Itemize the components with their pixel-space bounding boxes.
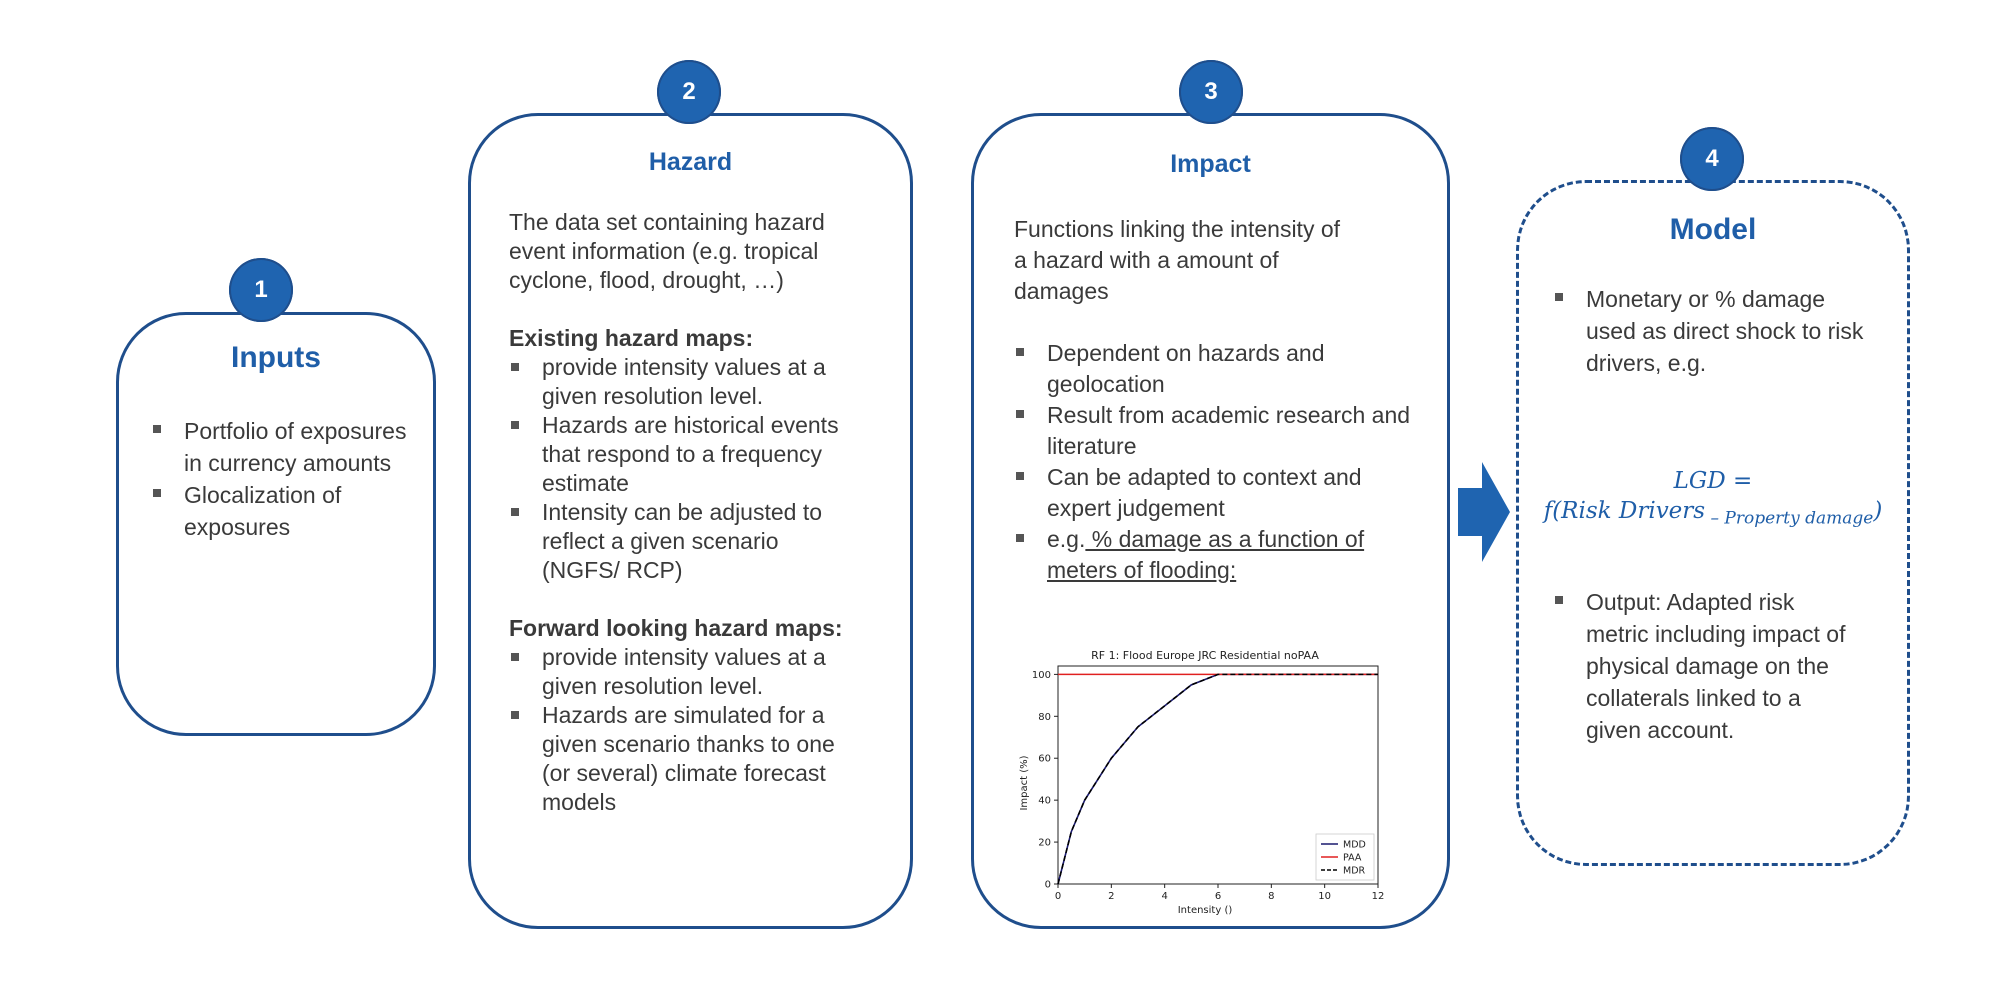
existing-hazard-bullet: Intensity can be adjusted to reflect a g… (509, 498, 859, 585)
y-tick-label: 60 (1038, 754, 1051, 765)
formula-close: ) (1873, 498, 1883, 524)
inputs-bullet: Portfolio of exposures in currency amoun… (151, 415, 411, 479)
x-tick-label: 2 (1108, 891, 1114, 902)
impact-bullet: Dependent on hazards and geolocation (1014, 338, 1414, 400)
formula-line-1: LGD = (1673, 468, 1753, 494)
model-box: Model Monetary or % damage used as direc… (1516, 180, 1910, 866)
hazard-intro: The data set containing hazard event inf… (509, 209, 825, 293)
y-tick-label: 0 (1045, 880, 1051, 891)
hazard-title: Hazard (648, 148, 733, 176)
chart-title: RF 1: Flood Europe JRC Residential noPAA (1091, 649, 1319, 662)
impact-bullet: e.g. % damage as a function of meters of… (1014, 524, 1414, 586)
formula-line-2: f(Risk Drivers – Property damage) (1523, 496, 1903, 534)
y-tick-label: 80 (1038, 712, 1051, 723)
step-badge-1: 1 (229, 258, 293, 322)
x-tick-label: 4 (1161, 891, 1167, 902)
impact-bullet-underlined: % damage as a function of meters of floo… (1047, 526, 1365, 583)
impact-title: Impact (1170, 150, 1251, 178)
step-badge-2: 2 (657, 60, 721, 124)
inputs-bullet: Glocalization of exposures (151, 479, 411, 543)
impact-bullet: Can be adapted to context and expert jud… (1014, 462, 1414, 524)
impact-bullet-prefix: e.g. (1047, 526, 1086, 552)
hazard-box: Hazard The data set containing hazard ev… (468, 113, 913, 929)
y-axis-label: Impact (%) (1019, 755, 1030, 810)
y-tick-label: 100 (1032, 670, 1051, 681)
y-tick-label: 40 (1038, 796, 1051, 807)
forward-hazard-heading: Forward looking hazard maps: (509, 615, 843, 641)
damage-function-chart: RF 1: Flood Europe JRC Residential noPAA… (1019, 649, 1385, 916)
series-line-mdr (1057, 673, 1378, 885)
existing-hazard-bullet: provide intensity values at a given reso… (509, 353, 859, 411)
step-badge-4: 4 (1680, 127, 1744, 191)
impact-bullet: Result from academic research and litera… (1014, 400, 1414, 462)
model-bullet-top: Monetary or % damage used as direct shoc… (1553, 283, 1873, 379)
forward-hazard-bullet: provide intensity values at a given reso… (509, 643, 859, 701)
model-bullet-bottom: Output: Adapted risk metric including im… (1553, 586, 1853, 746)
legend-label: MDD (1343, 840, 1366, 851)
forward-hazard-bullet: Hazards are simulated for a given scenar… (509, 701, 859, 817)
y-tick-label: 20 (1038, 838, 1051, 849)
x-tick-label: 8 (1268, 891, 1274, 902)
model-bullet: Monetary or % damage used as direct shoc… (1553, 283, 1873, 379)
impact-box: Impact Functions linking the intensity o… (971, 113, 1450, 929)
legend-label: PAA (1343, 853, 1362, 864)
model-bullet: Output: Adapted risk metric including im… (1553, 586, 1853, 746)
formula-function: f(Risk Drivers (1543, 498, 1706, 524)
lgd-formula: LGD = f(Risk Drivers – Property damage) (1523, 466, 1903, 534)
x-tick-label: 6 (1215, 891, 1221, 902)
hazard-content: The data set containing hazard event inf… (509, 208, 859, 817)
inputs-bullets: Portfolio of exposures in currency amoun… (151, 415, 411, 543)
legend-label: MDR (1343, 866, 1366, 877)
impact-content: Functions linking the intensity of a haz… (1014, 214, 1414, 586)
existing-hazard-heading: Existing hazard maps: (509, 325, 754, 351)
x-tick-label: 0 (1055, 891, 1061, 902)
inputs-title: Inputs (231, 341, 321, 374)
model-title: Model (1669, 213, 1757, 246)
x-tick-label: 12 (1372, 891, 1385, 902)
inputs-box: Inputs Portfolio of exposures in currenc… (116, 312, 436, 736)
impact-intro: Functions linking the intensity of a haz… (1014, 216, 1341, 304)
x-tick-label: 10 (1318, 891, 1331, 902)
x-axis-label: Intensity () (1178, 905, 1233, 916)
step-badge-3: 3 (1179, 60, 1243, 124)
right-arrow-icon (1458, 462, 1510, 562)
formula-subscript: – Property damage (1705, 508, 1874, 529)
existing-hazard-bullet: Hazards are historical events that respo… (509, 411, 859, 498)
